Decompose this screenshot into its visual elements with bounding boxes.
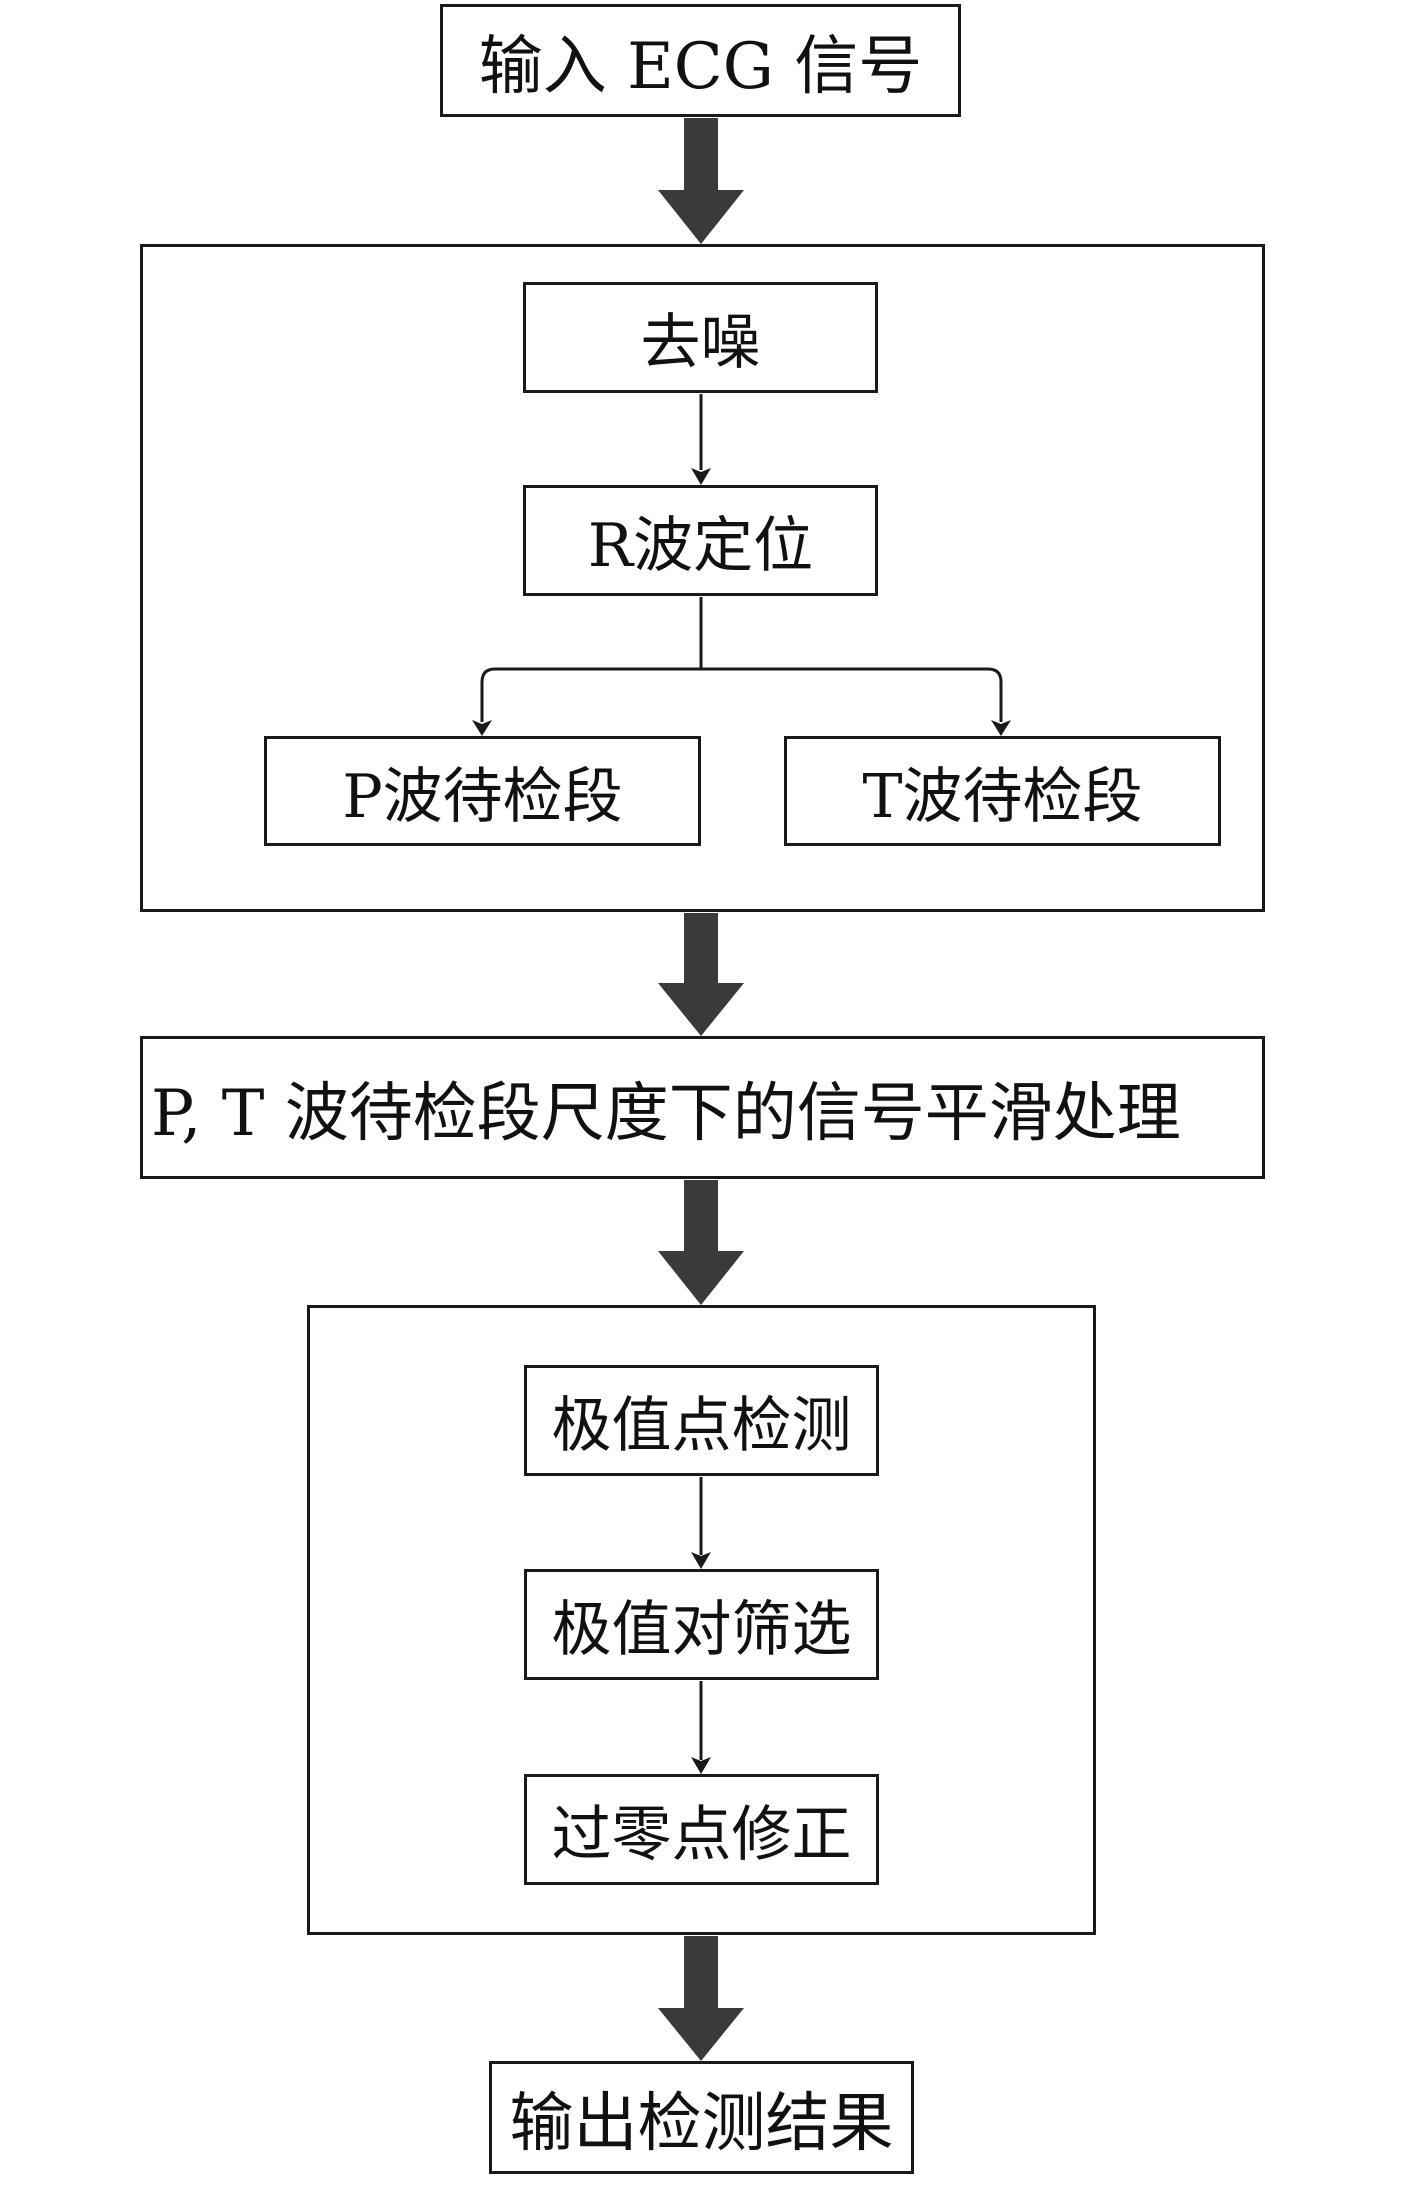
thick-arrow-smoothing-to-detection: [658, 1180, 744, 1305]
node-input: 输入 ECG 信号: [440, 4, 961, 117]
node-denoise: 去噪: [523, 282, 878, 393]
thin-arrow-pair-filter-to-zero-cross: [691, 1681, 711, 1774]
node-extrema: 极值点检测: [524, 1365, 879, 1476]
branch-r-wave-to-segments: [472, 597, 1011, 736]
thick-arrow-input-to-preprocess: [658, 118, 744, 244]
thin-arrow-denoise-to-r-wave: [691, 394, 711, 485]
node-r-wave: R波定位: [523, 485, 878, 596]
thick-arrow-preprocess-to-smoothing: [658, 913, 744, 1036]
node-pair-filter: 极值对筛选: [524, 1569, 879, 1680]
node-zero-cross: 过零点修正: [524, 1774, 879, 1885]
thick-arrow-detection-to-output: [658, 1936, 744, 2061]
node-t-segment: T波待检段: [784, 736, 1221, 846]
node-smoothing: P, T 波待检段尺度下的信号平滑处理: [140, 1036, 1265, 1179]
node-output: 输出检测结果: [489, 2061, 914, 2174]
thin-arrow-extrema-to-pair-filter: [691, 1477, 711, 1569]
node-p-segment: P波待检段: [264, 736, 701, 846]
